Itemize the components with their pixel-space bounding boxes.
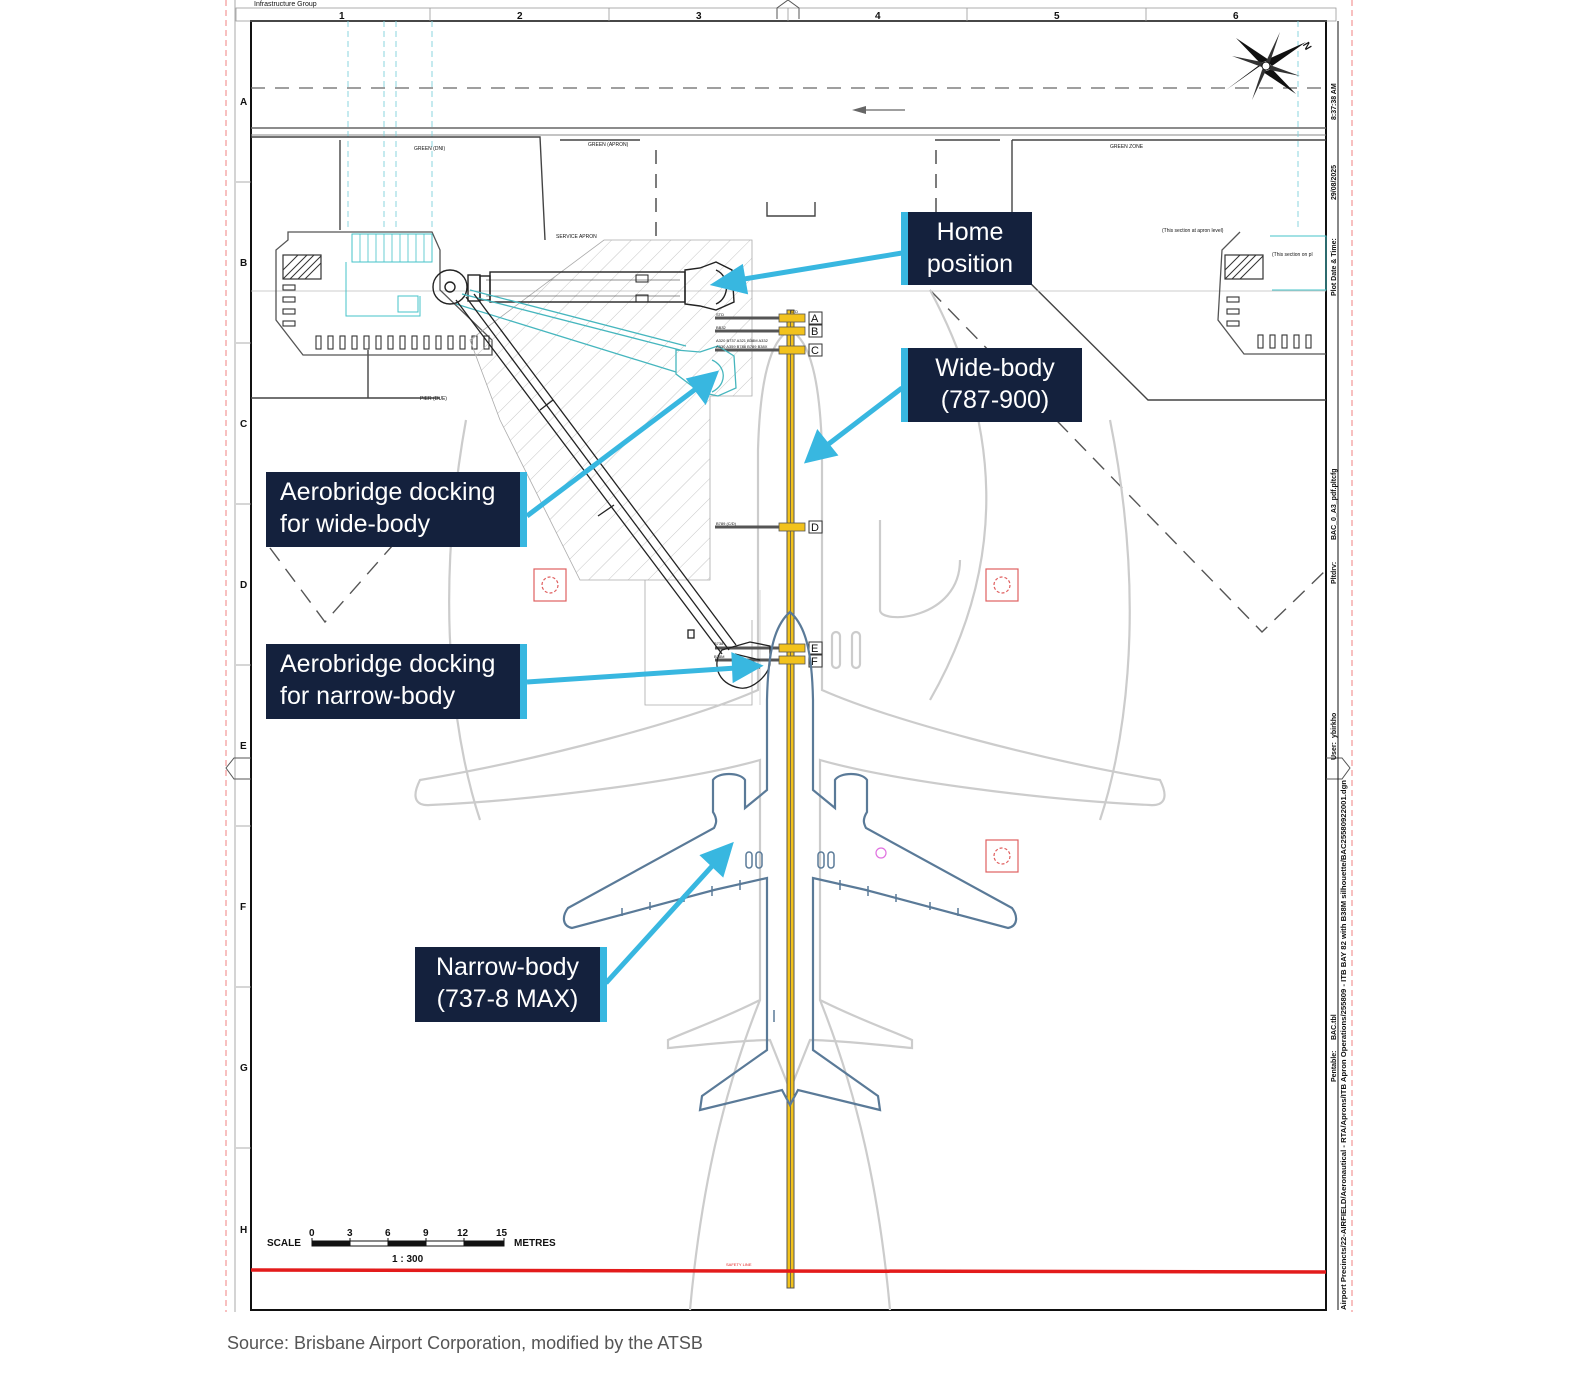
svg-text:GREEN (DNI): GREEN (DNI) [414, 146, 445, 152]
plotdrv-value: BAC_0_A3_pdf.pltcfg [1331, 468, 1338, 540]
svg-text:(This section at apron level): (This section at apron level) [1162, 228, 1224, 234]
scale-tick-6: 6 [385, 1228, 391, 1239]
svg-text:SERVICE APRON: SERVICE APRON [556, 234, 597, 240]
stop-bar-a: A [811, 313, 819, 325]
callout-narrow-body-line-2: (737-8 MAX) [436, 985, 579, 1013]
grid-row-h: H [240, 1225, 247, 1236]
callout-aerobridge-wide-line-2: for wide-body [280, 510, 431, 538]
svg-text:GREEN (APRON): GREEN (APRON) [588, 142, 629, 148]
callout-home-position-line-1: Home [936, 218, 1004, 246]
svg-text:PIER (DUE): PIER (DUE) [420, 396, 447, 402]
scale-tick-3: 3 [347, 1228, 353, 1239]
svg-text:B738: B738 [714, 641, 724, 646]
callout-aerobridge-narrow-line-1: Aerobridge docking [280, 650, 496, 678]
pentable-value: BAC.tbl [1331, 1014, 1338, 1040]
apron-safety-line [250, 1268, 1327, 1274]
source-caption: Source: Brisbane Airport Corporation, mo… [227, 1333, 703, 1353]
callout-aerobridge-wide-body: Aerobridge docking for wide-body [266, 472, 527, 547]
callout-wide-body-line-2: (787-900) [940, 386, 1050, 414]
lead-in-centreline [786, 309, 795, 1289]
user-value: ybirkho [1331, 713, 1338, 738]
scale-tick-12: 12 [457, 1228, 469, 1239]
aerobridge-hatched-zone [469, 239, 753, 581]
svg-text:A320 B737 A321 B38M A332: A320 B737 A321 B38M A332 [716, 338, 769, 343]
grid-row-c: C [240, 419, 247, 430]
aerobridge-wide-body-docked [455, 289, 737, 397]
ground-service-markers [533, 568, 1019, 873]
grid-row-e: E [240, 741, 247, 752]
svg-text:N: N [1300, 41, 1313, 53]
svg-text:(This section on pl: (This section on pl [1272, 252, 1313, 258]
svg-text:SAFETY LINE: SAFETY LINE [726, 1262, 752, 1267]
user-label: User: [1331, 742, 1338, 760]
stop-bar-e: E [811, 643, 818, 655]
scale-unit: METRES [514, 1238, 556, 1249]
callout-narrow-body: Narrow-body (737-8 MAX) [415, 947, 607, 1022]
stop-bar-c: C [811, 345, 819, 357]
callout-home-position-line-2: position [926, 250, 1014, 278]
stop-bar-f: F [811, 656, 818, 668]
grid-row-g: G [240, 1063, 248, 1074]
scale-tick-0: 0 [309, 1228, 315, 1239]
svg-text:GREEN ZONE: GREEN ZONE [1110, 144, 1144, 150]
callout-aerobridge-narrow-line-2: for narrow-body [280, 682, 456, 710]
plot-date: 29/08/2025 [1331, 165, 1338, 200]
callout-wide-body: Wide-body (787-900) [901, 348, 1082, 422]
grid-row-d: D [240, 580, 247, 591]
service-road [251, 87, 1326, 136]
svg-text:STD: STD [790, 309, 798, 314]
grid-column-2: 2 [517, 11, 523, 22]
aerobridge-home-position [432, 261, 735, 311]
svg-text:A330 A359 B788 B789 B38X: A330 A359 B788 B789 B38X [716, 344, 768, 349]
svg-text:B38M: B38M [714, 654, 724, 659]
svg-text:B789 (C/D): B789 (C/D) [716, 521, 737, 526]
scale-tick-9: 9 [423, 1228, 429, 1239]
grid-column-4: 4 [875, 11, 881, 22]
callout-arrows [525, 250, 904, 985]
svg-text:BB32: BB32 [716, 325, 727, 330]
grid-column-6: 6 [1233, 11, 1239, 22]
plotdrv-label: Pltdrv: [1331, 562, 1338, 584]
grid-column-5: 5 [1054, 11, 1060, 22]
north-arrow-icon: N [1226, 32, 1313, 100]
stop-bar-b: B [811, 326, 818, 338]
title-block-text: Infrastructure Group [254, 1, 317, 8]
terminal-gate-left [275, 231, 493, 356]
callout-aerobridge-wide-line-1: Aerobridge docking [280, 478, 496, 506]
plot-time: 8:37:38 AM [1331, 83, 1338, 120]
terminal-building [251, 136, 1326, 401]
file-path: Airport Precincts/22-AIRFIELD/Aeronautic… [1341, 780, 1348, 1310]
grid-row-f: F [240, 902, 246, 913]
svg-text:STD: STD [716, 312, 724, 317]
scale-ratio: 1 : 300 [392, 1254, 424, 1265]
scale-tick-15: 15 [496, 1228, 508, 1239]
stop-bars: A B C D E F [715, 311, 823, 668]
plot-date-label: Plot Date & Time: [1331, 238, 1338, 296]
terminal-gate-right [1217, 231, 1327, 355]
callout-wide-body-line-1: Wide-body [935, 354, 1055, 382]
scale-bar: SCALE 0 3 6 9 12 15 METRES 1 : 300 [267, 1228, 556, 1265]
grid-row-a: A [240, 97, 247, 108]
grid-row-b: B [240, 258, 247, 269]
aerobridge-narrow-body-docked [455, 293, 771, 689]
grid-column-1: 1 [339, 11, 345, 22]
callout-narrow-body-line-1: Narrow-body [435, 953, 580, 981]
pentable-label: Pentable: [1331, 1050, 1338, 1082]
scale-label: SCALE [267, 1238, 301, 1249]
grid-column-3: 3 [696, 11, 702, 22]
callout-aerobridge-narrow-body: Aerobridge docking for narrow-body [266, 644, 527, 719]
callout-home-position: Home position [901, 212, 1032, 285]
stop-bar-d: D [811, 522, 819, 534]
